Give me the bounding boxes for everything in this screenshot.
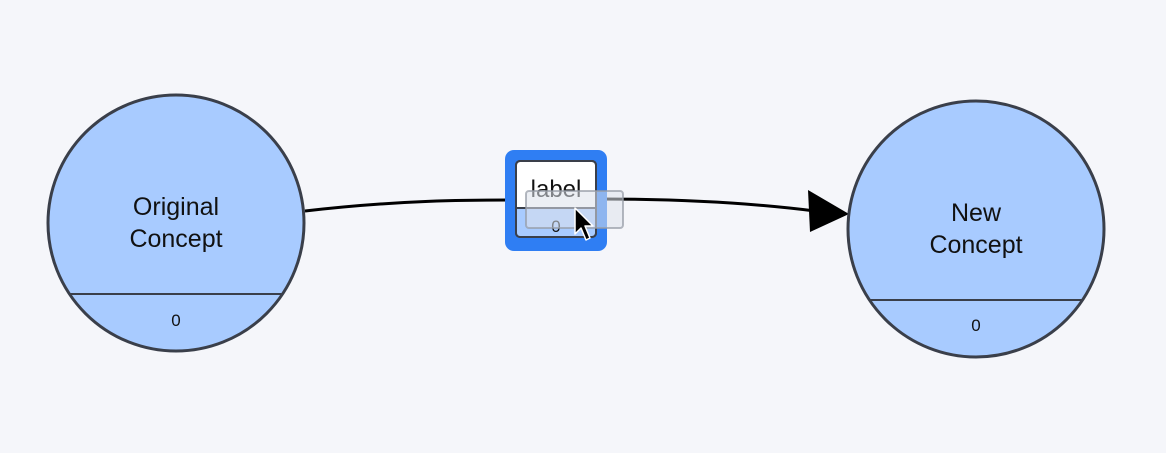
concept-node-new[interactable]: New Concept 0 xyxy=(840,99,1115,359)
arrowhead-icon xyxy=(808,190,849,232)
concept-node-original[interactable]: Original Concept 0 xyxy=(40,93,320,353)
node-circle[interactable] xyxy=(48,95,304,351)
edge-line[interactable] xyxy=(304,198,511,213)
arrow-cursor-icon xyxy=(574,207,594,241)
node-outline xyxy=(46,93,306,353)
edge-connection[interactable] xyxy=(304,190,849,232)
node-title-line-1: New xyxy=(951,199,1002,227)
node-title-line-2: Concept xyxy=(929,231,1022,259)
node-outline xyxy=(846,99,1106,359)
node-circle[interactable] xyxy=(848,101,1104,357)
edge-label-box[interactable]: label 0 xyxy=(505,150,624,251)
node-count: 0 xyxy=(971,316,980,335)
node-title-line-1: Original xyxy=(133,193,219,221)
edge-line-continued[interactable] xyxy=(599,197,816,213)
node-title-line-2: Concept xyxy=(129,225,222,253)
node-count: 0 xyxy=(171,311,180,330)
